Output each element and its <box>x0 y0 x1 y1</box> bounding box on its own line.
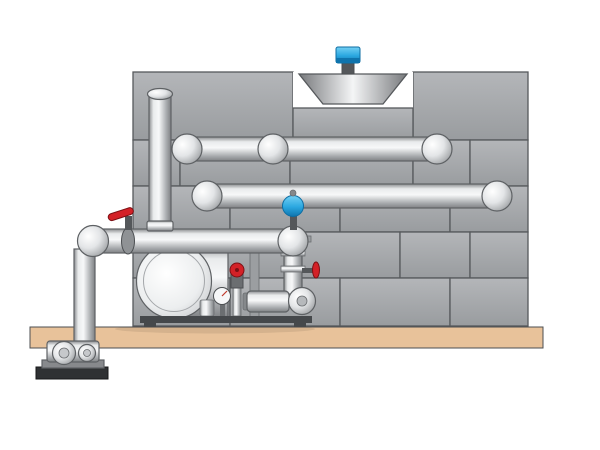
fan-inlet-cowl <box>297 73 409 105</box>
pump-eye <box>296 295 308 307</box>
pipe-run <box>204 183 498 209</box>
butterfly-valve-wafer <box>121 227 135 255</box>
skid-base-rail <box>140 316 312 323</box>
pipe-ball-joint <box>421 133 453 165</box>
pipe-ball-joint <box>277 225 309 257</box>
pipe-run <box>184 136 438 162</box>
standpipe-flange <box>146 220 174 232</box>
standpipe-body <box>148 93 172 237</box>
valve-drop-pipe <box>232 285 242 317</box>
shell-panel <box>399 231 471 279</box>
shell-panel <box>292 107 414 141</box>
gauge-stem <box>220 302 225 316</box>
pipe-ball-joint <box>257 133 289 165</box>
suction-line <box>73 189 309 356</box>
fan-inlet <box>297 73 409 105</box>
shell-panel <box>339 277 451 327</box>
sensor-mount <box>341 61 355 75</box>
foundation-slab <box>29 326 544 349</box>
skid-foot <box>294 323 306 327</box>
shell-panel <box>469 231 529 279</box>
pilot-valve-cap <box>289 189 297 197</box>
flange-hub <box>58 347 70 359</box>
skid-shadow <box>115 324 315 334</box>
standpipe <box>146 87 174 237</box>
drop-pipe <box>73 248 96 356</box>
gauge-needle <box>221 290 228 297</box>
level-sensor <box>335 46 361 75</box>
handwheel-valve <box>312 261 320 279</box>
pipe-ball-joint <box>171 133 203 165</box>
riser-flange <box>280 265 306 273</box>
sump-pump-unit <box>35 340 109 380</box>
butterfly-valve-stem <box>125 216 132 230</box>
standpipe-cap <box>146 87 174 101</box>
skid-foot <box>144 323 156 327</box>
pump-pedestal <box>35 366 109 380</box>
sensor-band <box>336 58 360 63</box>
middle-header-pipe <box>191 180 513 212</box>
butterfly-valve-lever <box>107 207 134 222</box>
shell-panel <box>449 277 529 327</box>
suction-elbow-joint <box>76 224 110 258</box>
pilot-valve-stem <box>290 212 297 230</box>
pilot-valve-actuator <box>282 195 304 217</box>
shell-panel <box>412 71 529 141</box>
pump-motor <box>246 290 290 313</box>
pipe-ball-joint <box>481 180 513 212</box>
dosing-pot <box>199 299 215 317</box>
suction-pipe <box>87 228 299 254</box>
flange-hub <box>83 349 91 357</box>
valve-spindle <box>302 268 314 273</box>
shell-panel <box>469 139 529 187</box>
pipe-ball-joint <box>191 180 223 212</box>
handwheel-hub <box>235 268 239 272</box>
upper-header-pipe <box>171 133 453 165</box>
